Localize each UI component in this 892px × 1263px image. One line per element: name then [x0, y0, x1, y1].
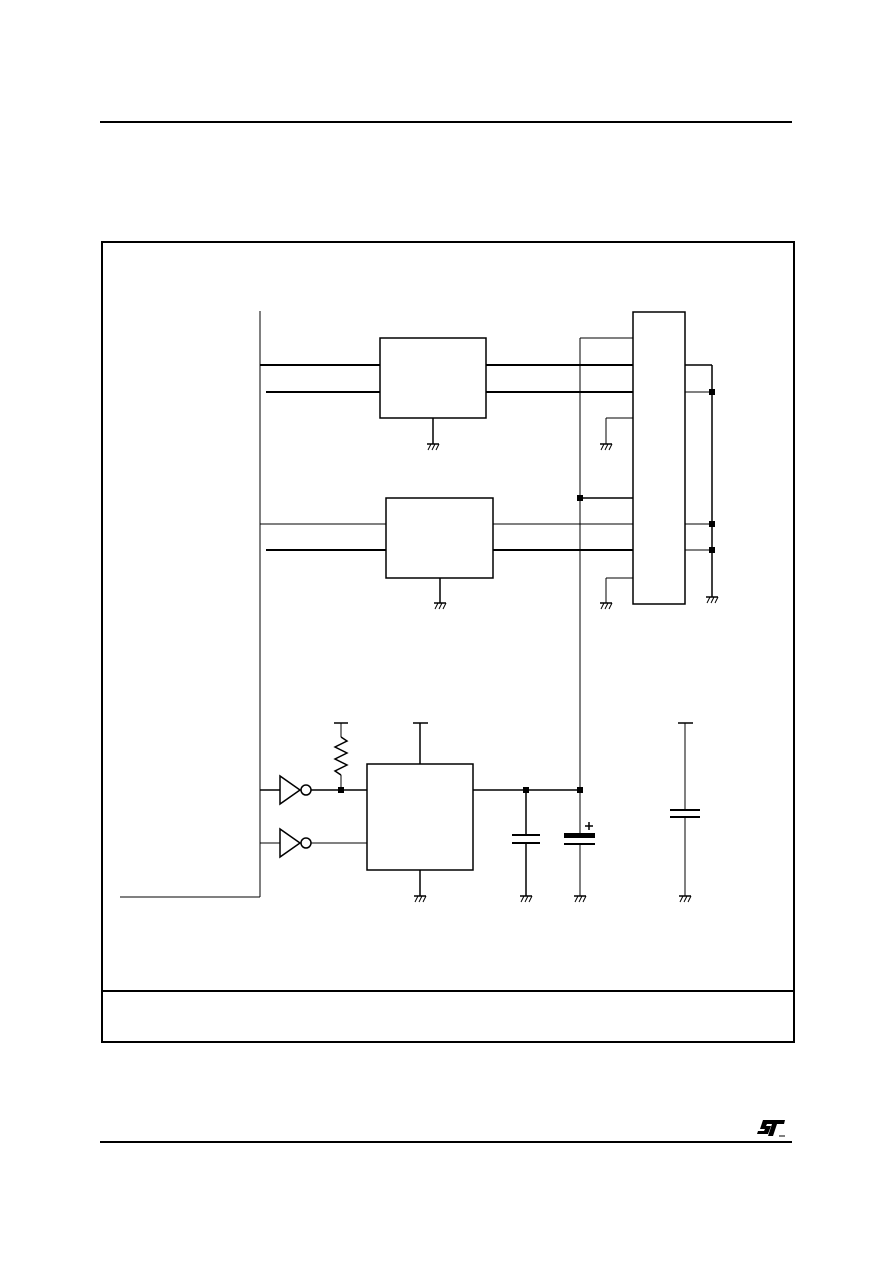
block-upper — [379, 337, 487, 419]
ground-icon — [414, 895, 427, 903]
ground-icon — [679, 895, 692, 903]
ground-icon — [600, 443, 613, 451]
inverter-bubble — [300, 784, 312, 796]
ground-icon — [520, 895, 533, 903]
st-logo-icon — [757, 1120, 785, 1137]
figure-frame — [101, 241, 795, 1043]
inverter-bubble — [300, 837, 312, 849]
electrolytic-capacitor — [564, 833, 595, 838]
ground-icon — [706, 596, 719, 604]
header-rule — [100, 121, 792, 123]
junction-dot — [709, 521, 715, 527]
ground-icon — [574, 895, 587, 903]
ground-icon — [427, 443, 440, 451]
inverter-2 — [279, 827, 302, 859]
ground-icon — [434, 602, 447, 610]
junction-dot — [338, 787, 344, 793]
block-middle — [385, 497, 494, 579]
caption-divider — [101, 990, 793, 992]
footer-rule — [100, 1141, 792, 1143]
block-lower — [366, 763, 474, 871]
connector — [632, 311, 686, 605]
junction-dot — [577, 495, 583, 501]
junction-dot — [577, 787, 583, 793]
ground-symbols — [414, 443, 719, 903]
junction-dot — [709, 547, 715, 553]
junction-dot — [709, 389, 715, 395]
ground-icon — [600, 602, 613, 610]
inverter-1 — [279, 774, 302, 806]
junctions — [338, 389, 715, 793]
pullup-resistor — [333, 736, 349, 776]
junction-dot — [523, 787, 529, 793]
